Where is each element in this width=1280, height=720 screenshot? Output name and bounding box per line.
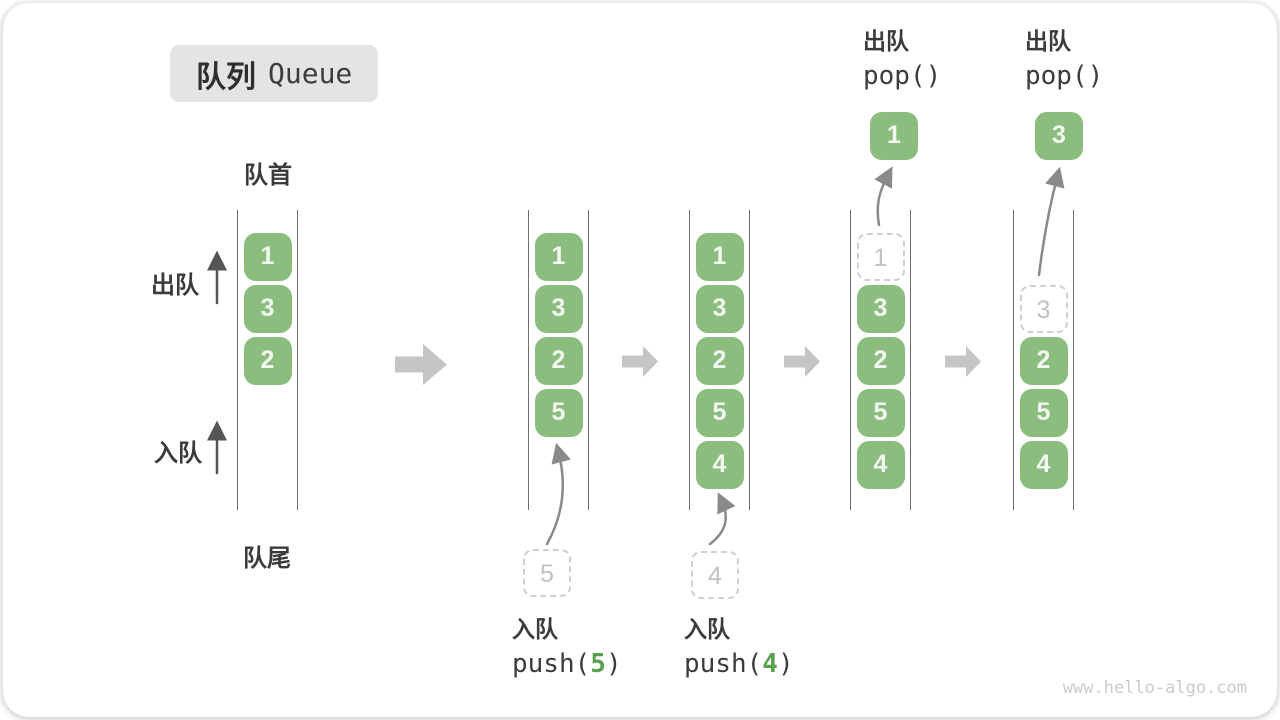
caption-push4-action: 入队: [684, 616, 730, 642]
code-text: ): [777, 649, 794, 679]
queue-cell: 5: [534, 389, 583, 437]
popped-cell: 1: [870, 112, 918, 160]
queue-cell: 3: [856, 285, 905, 333]
title-en: Queue: [268, 57, 353, 90]
queue-cell: 4: [695, 441, 744, 489]
queue-cell: 1: [243, 233, 292, 281]
title-badge: 队列 Queue: [170, 45, 379, 102]
queue-cell: 1: [534, 233, 583, 281]
queue-column-step5: 3 2 5 4: [1013, 210, 1074, 510]
code-arg: 5: [590, 649, 606, 679]
caption-pop-a-code: pop(): [863, 61, 942, 91]
title-zh: 队列: [196, 60, 256, 94]
code-text: push(: [684, 649, 763, 679]
queue-column-step4: 1 3 2 5 4: [850, 210, 911, 510]
queue-cell: 3: [534, 285, 583, 333]
queue-cell: 2: [695, 337, 744, 385]
caption-pop-b: 出队 pop(): [1025, 28, 1104, 91]
queue-cell: 5: [695, 389, 744, 437]
queue-column-step1: 1 3 2: [237, 210, 298, 510]
queue-cell: 4: [856, 441, 905, 489]
queue-cell: 2: [856, 337, 905, 385]
code-text: push(: [512, 649, 591, 679]
caption-push4-code: push(4): [684, 651, 794, 677]
pending-cell: 5: [523, 549, 571, 597]
label-queue-front: 队首: [244, 162, 292, 189]
label-dequeue-side: 出队: [151, 272, 199, 299]
queue-cell: 4: [1019, 441, 1068, 489]
watermark: www.hello-algo.com: [1062, 678, 1247, 698]
caption-pop-a: 出队 pop(): [863, 28, 942, 91]
caption-push5-code: push(5): [512, 651, 622, 677]
queue-cell: 5: [856, 389, 905, 437]
pending-cell: 4: [691, 551, 739, 599]
queue-cell: 2: [1019, 337, 1068, 385]
label-enqueue-side: 入队: [154, 440, 202, 467]
label-queue-rear: 队尾: [243, 545, 291, 572]
queue-column-step3: 1 3 2 5 4: [689, 210, 750, 510]
removed-cell: 3: [1019, 285, 1068, 333]
queue-cell: 3: [243, 285, 292, 333]
caption-push4: 入队 push(4): [684, 616, 794, 678]
code-text: ): [605, 649, 622, 679]
queue-column-step2: 1 3 2 5: [528, 210, 589, 510]
queue-cell: 2: [243, 337, 292, 385]
code-arg: 4: [762, 649, 778, 679]
caption-pop-b-code: pop(): [1025, 61, 1104, 91]
queue-cell: 5: [1019, 389, 1068, 437]
caption-pop-a-action: 出队: [863, 28, 909, 54]
queue-cell: 3: [695, 285, 744, 333]
queue-cell: 2: [534, 337, 583, 385]
removed-cell: 1: [856, 233, 905, 281]
caption-push5-action: 入队: [512, 616, 558, 642]
caption-push5: 入队 push(5): [512, 616, 622, 678]
queue-cell: 1: [695, 233, 744, 281]
caption-pop-b-action: 出队: [1025, 28, 1071, 54]
popped-cell: 3: [1035, 112, 1083, 160]
figure-card: [3, 3, 1277, 717]
